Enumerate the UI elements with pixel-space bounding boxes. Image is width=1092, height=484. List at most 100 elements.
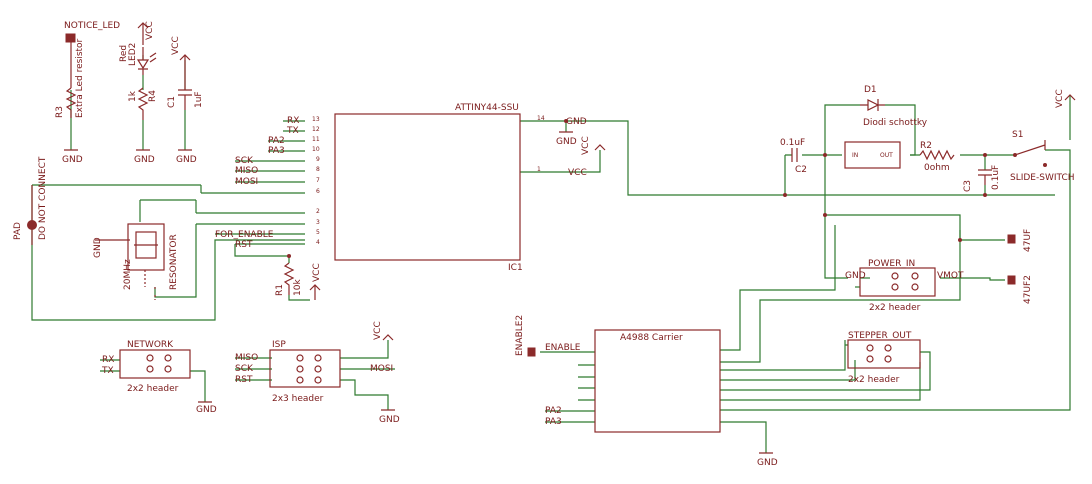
47uf-pad[interactable] bbox=[1007, 234, 1016, 244]
pin-12: 12 bbox=[312, 126, 320, 133]
slide-switch-label: SLIDE-SWITCH bbox=[1010, 173, 1075, 183]
vcc-label-switch: VCC bbox=[1055, 89, 1065, 108]
pin-3: 3 bbox=[316, 219, 320, 226]
vcc-label-r1: VCC bbox=[312, 263, 322, 282]
network-label: NETWORK bbox=[127, 340, 174, 350]
mhz-label: 20MHz bbox=[123, 259, 133, 290]
pin-5: 5 bbox=[316, 229, 320, 236]
47uf2-pad[interactable] bbox=[1007, 275, 1016, 285]
tx-label-ic: TX bbox=[286, 126, 299, 136]
47uf2-label: 47UF2 bbox=[1023, 275, 1033, 304]
c2-label: C2 bbox=[795, 165, 807, 175]
pin-4: 4 bbox=[316, 239, 320, 246]
vmot-label: VMOT bbox=[937, 271, 964, 281]
stepper-out-footprint-label: 2x2 header bbox=[848, 375, 900, 385]
regulator-out: OUT bbox=[880, 152, 893, 159]
gnd-label-ic: GND bbox=[566, 117, 587, 127]
pin-7: 7 bbox=[316, 177, 320, 184]
r4-value: 1k bbox=[128, 90, 138, 102]
c3-label: C3 bbox=[963, 180, 973, 192]
r1-value: 10k bbox=[293, 279, 303, 296]
led2-label: LED2 bbox=[128, 43, 138, 66]
stepper-out-label: STEPPER_OUT bbox=[848, 331, 912, 341]
notice-led-pad[interactable] bbox=[65, 33, 76, 43]
rx-label-ic: RX bbox=[287, 116, 299, 126]
resonator-body bbox=[127, 223, 165, 271]
a4988-label: A4988 Carrier bbox=[620, 333, 683, 343]
power-in-footprint-label: 2x2 header bbox=[869, 303, 921, 313]
mosi-label-ic: MOSI bbox=[235, 177, 258, 187]
diode-label: Diodi schottky bbox=[863, 118, 928, 128]
sck-label-isp: SCK bbox=[235, 364, 254, 374]
gnd-label-network: GND bbox=[196, 405, 217, 415]
network-header[interactable] bbox=[119, 349, 191, 379]
vcc-label-ic: VCC bbox=[581, 136, 591, 155]
rst-label-ic: RST bbox=[235, 240, 253, 250]
ic-ref-label: IC1 bbox=[508, 263, 523, 273]
r3-label: R3 bbox=[55, 106, 65, 118]
enable-label: ENABLE bbox=[545, 343, 581, 353]
vcc-net-label-ic: VCC bbox=[568, 168, 587, 178]
pa3-label-driver: PA3 bbox=[545, 417, 562, 427]
regulator-body bbox=[844, 141, 901, 169]
miso-label-ic: MISO bbox=[235, 166, 258, 176]
c1-value: 1uF bbox=[194, 91, 204, 108]
resonator-label: RESONATOR bbox=[169, 234, 179, 290]
pin-6: 6 bbox=[316, 188, 320, 195]
gnd-label-r3: GND bbox=[62, 155, 83, 165]
parts bbox=[27, 22, 1076, 454]
notice-led-label: NOTICE_LED bbox=[64, 21, 120, 31]
c2-value: 0.1uF bbox=[780, 138, 805, 148]
d1-label: D1 bbox=[864, 85, 877, 95]
ic-name-label: ATTINY44-SSU bbox=[455, 103, 519, 113]
enable2-pad[interactable] bbox=[527, 347, 536, 357]
sck-label-ic: SCK bbox=[235, 156, 254, 166]
isp-header[interactable] bbox=[269, 349, 341, 388]
gnd-label-c1: GND bbox=[176, 155, 197, 165]
pa2-label-driver: PA2 bbox=[545, 406, 562, 416]
power-in-header[interactable] bbox=[859, 267, 936, 297]
stepper-out-header[interactable] bbox=[847, 339, 921, 369]
ic1-body[interactable] bbox=[334, 113, 521, 261]
vcc-label-c1: VCC bbox=[171, 36, 181, 55]
a4988-carrier-body[interactable] bbox=[594, 329, 721, 433]
pad-contact[interactable] bbox=[27, 220, 37, 230]
vcc-label-led: VCC bbox=[145, 21, 155, 40]
labels: NOTICE_LED R3 Extra Led resistor Red LED… bbox=[13, 21, 1075, 468]
47uf-label: 47UF bbox=[1023, 229, 1033, 252]
gnd-label-resonator: GND bbox=[93, 237, 103, 258]
pin-9: 9 bbox=[316, 156, 320, 163]
pin-2: 2 bbox=[316, 208, 320, 215]
gnd-label-ic-2: GND bbox=[556, 137, 577, 147]
gnd-label-driver: GND bbox=[757, 458, 778, 468]
pin-11: 11 bbox=[312, 136, 320, 143]
r1-label: R1 bbox=[275, 284, 285, 296]
do-not-connect-label: DO NOT CONNECT bbox=[38, 156, 48, 240]
pin-8: 8 bbox=[316, 166, 320, 173]
vcc-label-isp: VCC bbox=[373, 321, 383, 340]
gnd-label-power: GND bbox=[845, 271, 866, 281]
pa2-label-ic: PA2 bbox=[268, 136, 285, 146]
wires bbox=[31, 55, 1071, 453]
for-enable-label: FOR_ENABLE bbox=[215, 230, 274, 240]
c3-value: 0.1uF bbox=[991, 165, 1001, 190]
enable2-label: ENABLE2 bbox=[515, 315, 525, 356]
ic-pin-14: 14 bbox=[537, 115, 545, 122]
r2-value: 0ohm bbox=[924, 163, 950, 173]
pad-label: PAD bbox=[13, 222, 23, 240]
regulator-in: IN bbox=[852, 152, 858, 159]
r4-label: R4 bbox=[148, 90, 158, 102]
s1-label: S1 bbox=[1012, 130, 1023, 140]
pin-10: 10 bbox=[312, 146, 320, 153]
tx-label-network: TX bbox=[101, 366, 114, 376]
rst-label-isp: RST bbox=[235, 375, 253, 385]
rx-label-network: RX bbox=[102, 355, 114, 365]
extra-resistor-label: Extra Led resistor bbox=[75, 38, 85, 118]
power-in-label: POWER_IN bbox=[868, 259, 915, 269]
mosi-label-isp: MOSI bbox=[370, 364, 393, 374]
miso-label-isp: MISO bbox=[235, 353, 258, 363]
r2-label: R2 bbox=[920, 141, 932, 151]
isp-label: ISP bbox=[272, 340, 286, 350]
gnd-label-isp: GND bbox=[379, 415, 400, 425]
